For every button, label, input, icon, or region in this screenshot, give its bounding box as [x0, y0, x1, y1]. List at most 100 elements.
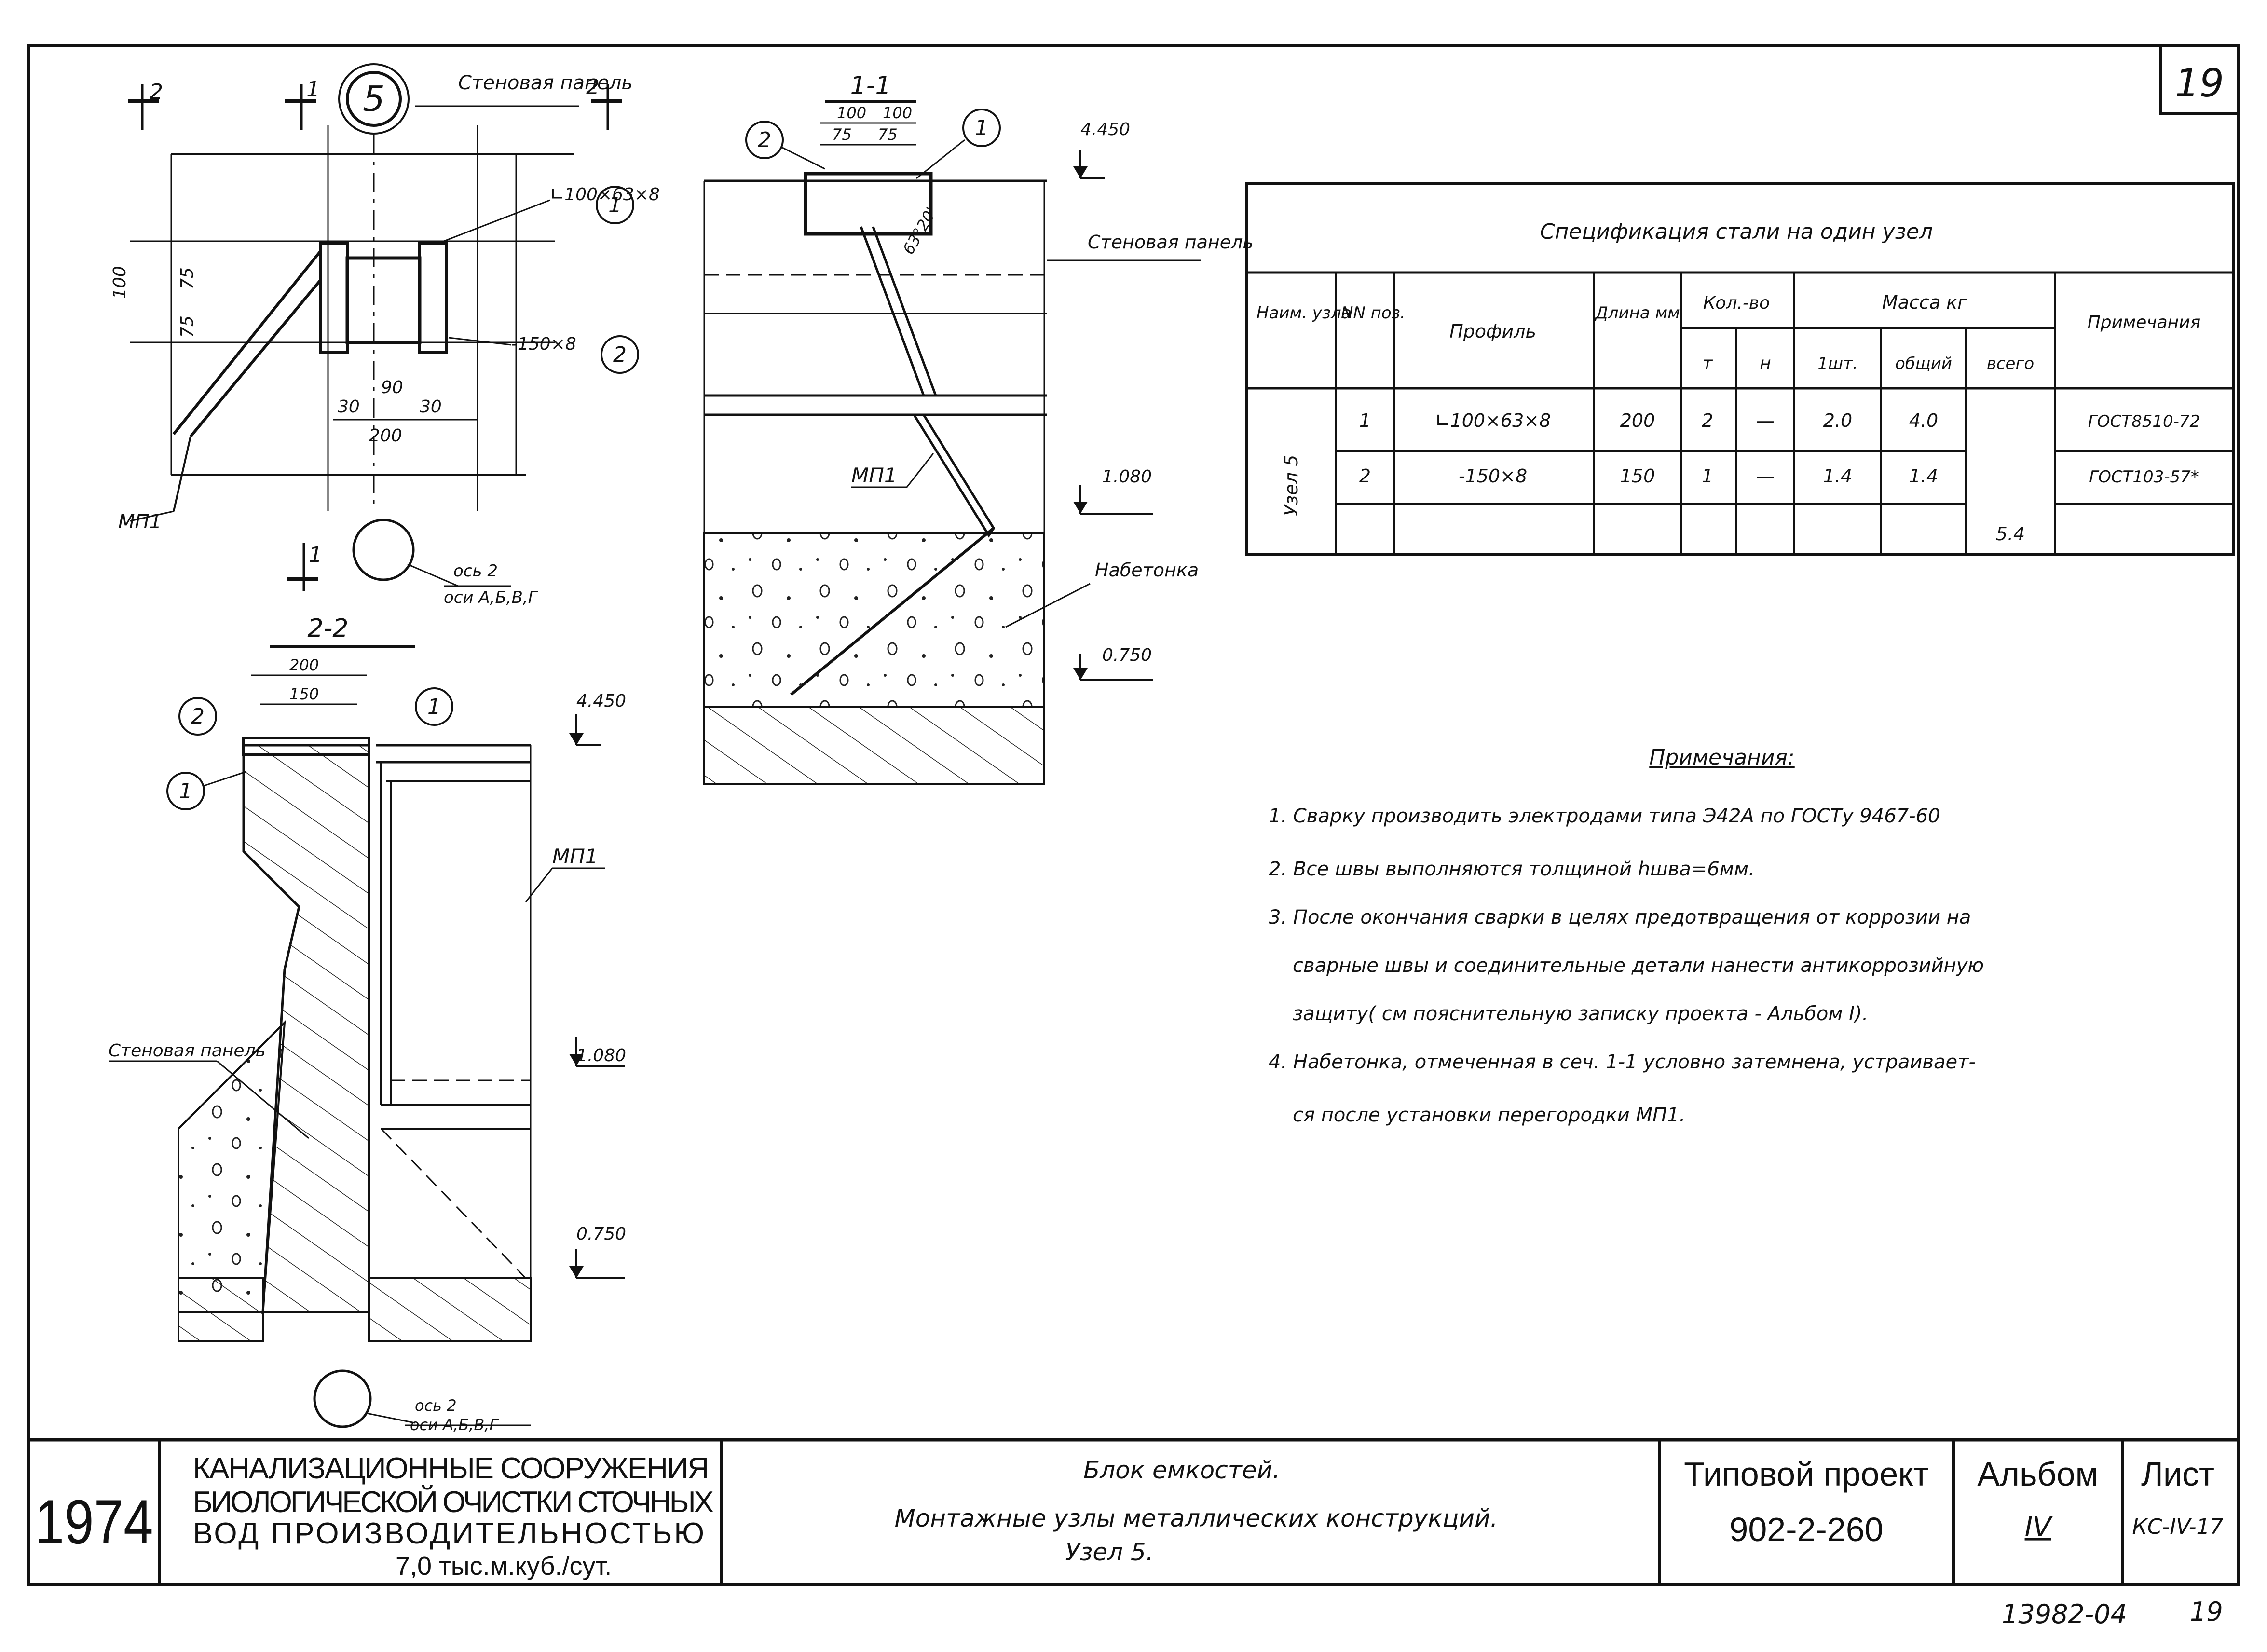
angle-label: ∟100×63×8: [550, 185, 660, 205]
s11-pos1: 1: [975, 116, 988, 140]
sheet-number: 19: [2175, 61, 2224, 106]
hdr-pos-no: NN поз.: [1341, 303, 1406, 323]
section-mark-1b: 1: [309, 543, 322, 567]
note-line-1: 1. Сварку производить электродами типа Э…: [1269, 805, 1940, 827]
pos2-mark: 2: [613, 342, 627, 367]
section-mark-2b: 2: [586, 75, 600, 99]
row1-n: —: [1756, 410, 1775, 431]
hdr-qty: Кол.-во: [1703, 293, 1770, 313]
tb-album-label: Альбом: [1977, 1455, 2098, 1493]
note-line-6: 4. Набетонка, отмеченная в сеч. 1-1 усло…: [1269, 1051, 1976, 1073]
hdr-qty-n: н: [1760, 354, 1771, 373]
dim-200: 200: [369, 426, 402, 446]
s22-wall-panel: Стеновая панель: [109, 1041, 266, 1061]
section-1-1-title: 1-1: [850, 71, 891, 100]
row1-unit: 2.0: [1823, 410, 1852, 431]
plan-view: 5 2 1 2 1 Стеновая панель ∟10: [110, 63, 660, 607]
hdr-mass-total: общий: [1895, 354, 1952, 373]
s11-elev-low: 0.750: [1102, 645, 1152, 665]
tb-object-4: 7,0 тыс.м.куб./сут.: [396, 1552, 612, 1581]
notes-title: Примечания:: [1649, 745, 1795, 770]
s11-partition: МП1: [851, 464, 897, 487]
row1-note: ГОСТ8510-72: [2088, 412, 2200, 431]
row1-total: 4.0: [1909, 410, 1938, 431]
partition-label: МП1: [118, 511, 162, 533]
title-block: [29, 1438, 2238, 1584]
tb-project-label: Типовой проект: [1684, 1455, 1929, 1493]
note-line-5: защиту( см пояснительную записку проекта…: [1293, 1003, 1868, 1025]
bottom-code: 13982-04: [2002, 1599, 2127, 1629]
sheet-number-box: [2159, 44, 2240, 115]
tb-sheet-label: Лист: [2141, 1455, 2214, 1493]
s11-dim-75b: 75: [878, 125, 898, 144]
row1-length: 200: [1620, 410, 1655, 431]
row2-unit: 1.4: [1823, 465, 1852, 487]
hdr-mass: Масса кг: [1882, 292, 1967, 313]
pos2-circle: [601, 335, 639, 374]
tb-year: 1974: [35, 1487, 153, 1557]
row1-profile: ∟100×63×8: [1435, 410, 1551, 431]
s22-axis-label-1: ось 2: [415, 1396, 457, 1415]
tb-object-1: КАНАЛИЗАЦИОННЫЕ СООРУЖЕНИЯ: [193, 1452, 709, 1485]
s22-pos1: 1: [427, 695, 441, 719]
note-line-7: ся после установки перегородки МП1.: [1293, 1104, 1685, 1126]
note-line-2: 2. Все швы выполняются толщиной hшва=6мм…: [1269, 858, 1755, 880]
bottom-sheet: 19: [2190, 1597, 2223, 1627]
tb-sheet-code: КС-IV-17: [2132, 1515, 2224, 1539]
spec-table: [1245, 182, 2235, 556]
s11-wall-panel: Стеновая панель: [1088, 232, 1254, 253]
dim-30a: 30: [338, 397, 360, 417]
note-line-4: сварные швы и соединительные детали нане…: [1293, 955, 1984, 977]
s11-pos2-circle: [745, 121, 784, 159]
hdr-profile: Профиль: [1449, 321, 1536, 342]
s22-elev-low: 0.750: [576, 1224, 626, 1244]
axis-label-2: оси А,Б,В,Г: [444, 588, 539, 607]
section-2-2: 2-2 200 150 2 1 1 4.450: [109, 614, 626, 1434]
base-hatch: [703, 706, 1045, 785]
section-mark-2a: 2: [150, 80, 163, 104]
concrete-fill: [703, 532, 1045, 708]
s22-elev-mid: 1.080: [576, 1046, 626, 1065]
s11-elev-mid: 1.080: [1102, 467, 1152, 487]
s22-elev-top: 4.450: [576, 691, 626, 711]
s22-base-fill: [368, 1277, 532, 1342]
row2-length: 150: [1620, 465, 1655, 487]
s22-pos1b: 1: [179, 779, 192, 804]
s22-pos1b-circle: [166, 772, 205, 810]
s11-concrete: Набетонка: [1095, 560, 1199, 581]
s11-pos2: 2: [758, 128, 771, 152]
s22-partition: МП1: [552, 845, 598, 868]
hdr-mass-all: всего: [1987, 354, 2034, 373]
row2-note: ГОСТ103-57*: [2089, 467, 2199, 487]
wall-panel-label: Стеновая панель: [458, 72, 633, 94]
row2-pos: 2: [1359, 465, 1371, 487]
dim-90: 90: [381, 378, 403, 397]
section-1-1: 1-1 100 100 75 75 2 1 63°20': [703, 71, 1254, 785]
hdr-mass-unit: 1шт.: [1817, 354, 1857, 373]
row1-t: 2: [1702, 410, 1713, 431]
hdr-node-name: Наим. узла: [1256, 303, 1352, 323]
tb-album-no: IV: [2025, 1512, 2053, 1543]
s22-dim-200: 200: [289, 656, 319, 674]
dim-75a: 75: [178, 267, 197, 289]
row2-t: 1: [1702, 465, 1713, 487]
axis-circle: [352, 519, 415, 581]
s11-angle: 63°20': [899, 204, 941, 258]
dim-30b: 30: [420, 397, 442, 417]
sheet-frame: [27, 44, 2240, 1586]
tb-sheet-title-2: Монтажные узлы металлических конструкций…: [895, 1504, 1498, 1532]
hdr-length: Длина мм: [1594, 303, 1680, 323]
notes-block: Примечания: 1. Сварку производить электр…: [1269, 745, 1984, 1126]
tb-project-no: 902-2-260: [1729, 1511, 1883, 1548]
node-mark: 5: [363, 79, 385, 119]
s22-dim-150: 150: [289, 685, 319, 703]
s11-dim-100a: 100: [837, 104, 866, 122]
node-circle: [346, 71, 402, 127]
spec-node: Узел 5: [1281, 455, 1302, 516]
dim-75b: 75: [178, 315, 197, 338]
s11-elev-top: 4.450: [1080, 120, 1130, 139]
section-2-2-title: 2-2: [308, 614, 349, 643]
tb-object-2: БИОЛОГИЧЕСКОЙ ОЧИСТКИ СТОЧНЫХ: [193, 1485, 714, 1519]
tb-object-3: ВОД ПРОИЗВОДИТЕЛЬНОСТЬЮ: [193, 1517, 704, 1550]
row1-pos: 1: [1359, 410, 1371, 431]
